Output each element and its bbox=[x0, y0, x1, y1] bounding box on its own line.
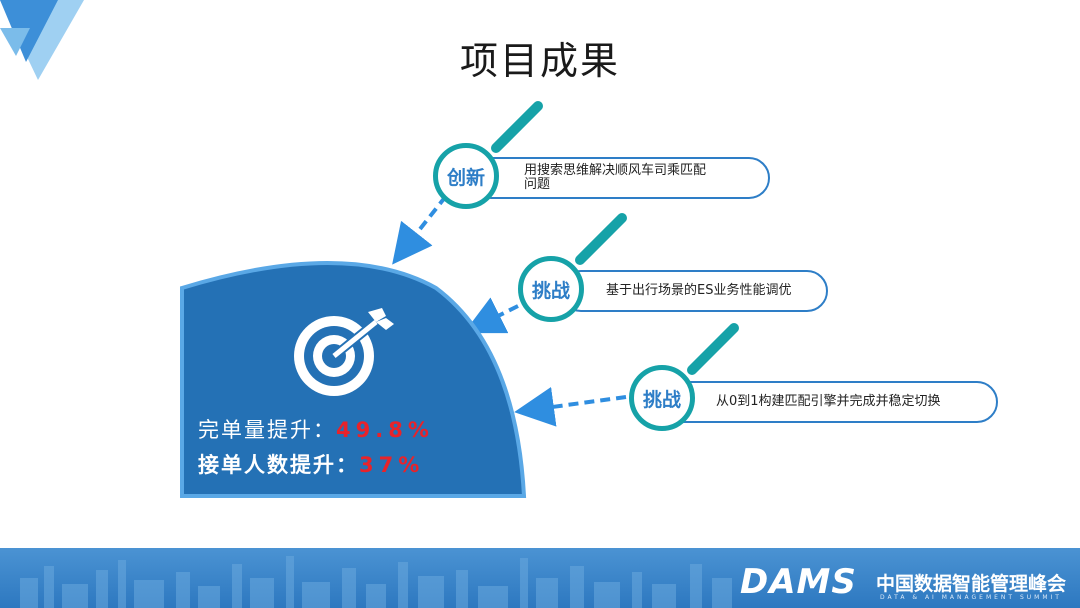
stat-label: 完单量提升： bbox=[198, 418, 336, 442]
point-text-line1: 从0到1构建匹配引擎并完成并稳定切换 bbox=[716, 394, 941, 409]
footer-banner bbox=[0, 548, 1080, 608]
point-tag: 创新 bbox=[446, 166, 485, 189]
page-title: 项目成果 bbox=[459, 39, 620, 83]
point-challenge-2: 从0到1构建匹配引擎并完成并稳定切换 bbox=[660, 381, 998, 423]
point-text-line1: 基于出行场景的ES业务性能调优 bbox=[606, 283, 792, 298]
magnifier-icon: 创新 bbox=[433, 143, 499, 209]
point-text-line2: 问题 bbox=[524, 177, 551, 192]
stat-value: 37% bbox=[359, 453, 425, 477]
magnifier-handle-icon bbox=[491, 101, 543, 153]
point-tag: 挑战 bbox=[531, 279, 570, 302]
magnifier-icon: 挑战 bbox=[518, 256, 584, 322]
stat-completed-orders: 完单量提升：49.8% bbox=[198, 414, 434, 444]
point-text-line1: 用搜索思维解决顺风车司乘匹配 bbox=[524, 163, 707, 178]
magnifier-handle-icon bbox=[575, 213, 627, 265]
summit-name-en: DATA & AI MANAGEMENT SUMMIT bbox=[880, 594, 1062, 601]
stat-label: 接单人数提升： bbox=[198, 453, 359, 477]
magnifier-handle-icon bbox=[687, 323, 739, 375]
dams-logo: DAMS bbox=[740, 562, 857, 602]
summit-name-cn: 中国数据智能管理峰会 bbox=[876, 573, 1067, 595]
point-challenge-1: 基于出行场景的ES业务性能调优 bbox=[560, 270, 828, 312]
target-icon bbox=[294, 308, 394, 396]
magnifier-icon: 挑战 bbox=[629, 365, 695, 431]
stat-drivers: 接单人数提升：37% bbox=[198, 449, 424, 479]
skyline-graphic bbox=[20, 556, 732, 608]
point-tag: 挑战 bbox=[642, 388, 681, 411]
corner-logo bbox=[0, 0, 84, 80]
stat-value: 49.8% bbox=[336, 418, 434, 442]
point-innovation: 用搜索思维解决顺风车司乘匹配 问题 bbox=[470, 157, 770, 199]
